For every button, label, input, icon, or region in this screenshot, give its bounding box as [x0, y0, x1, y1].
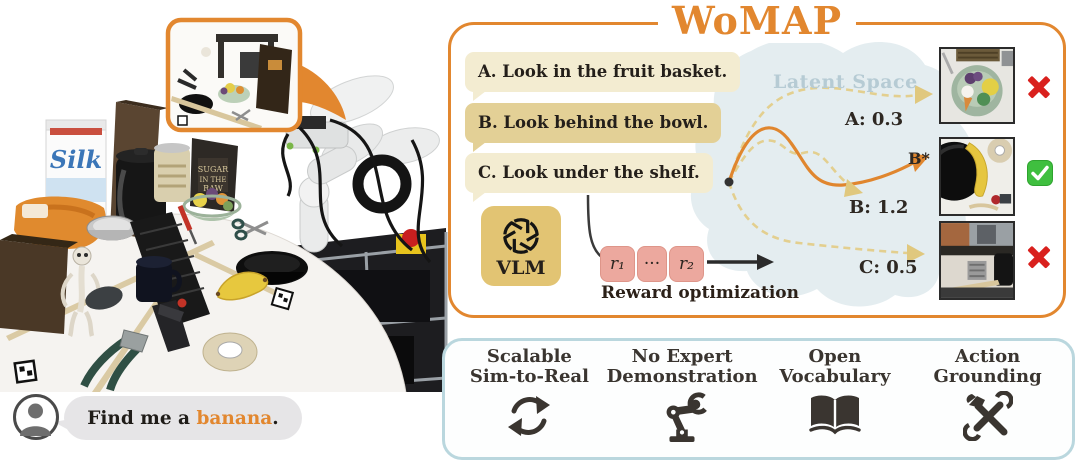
trajectory-b-star [727, 126, 916, 187]
thumbnail-c [939, 221, 1015, 300]
trajectory-a-arrowhead [915, 85, 933, 104]
check-icon-b [1027, 160, 1053, 186]
reward-caption: Reward optimization [600, 283, 799, 303]
feature-action-grounding: Action Grounding [912, 347, 1064, 453]
prompt-prefix: Find me a [87, 407, 197, 429]
reward-token-r2: r₂ [669, 246, 704, 282]
option-bubble-c: C. Look under the shelf. [465, 153, 713, 202]
thumbnail-b [939, 137, 1015, 216]
photo-scene: Silk [0, 17, 448, 392]
computer-mouse [85, 286, 123, 310]
reward-token-r1: r₁ [600, 246, 635, 282]
trajectory-b [727, 139, 850, 187]
svg-text:SUGAR: SUGAR [198, 165, 229, 174]
tape-roll [202, 332, 258, 372]
score-label-c: C: 0.5 [859, 257, 918, 278]
inset-callout [298, 64, 346, 120]
robot-arm [281, 75, 440, 264]
prompt-highlight: banana [196, 407, 273, 429]
robot-arm-icon [666, 392, 708, 443]
fruit-bowl [182, 188, 242, 221]
svg-text:IN THE: IN THE [200, 176, 227, 184]
feature-open-vocabulary: Open Vocabulary [759, 347, 911, 453]
snack-bag [14, 196, 106, 250]
apriltag [13, 286, 295, 384]
pliers [80, 329, 149, 392]
feature-scalable-sim-to-real: Scalable Sim-to-Real [453, 347, 605, 453]
feature-label: Scalable Sim-to-Real [469, 346, 589, 387]
tools-icon [962, 391, 1013, 441]
features-box: Scalable Sim-to-Real No Expert Demonstra… [442, 338, 1075, 460]
thumbnail-a [939, 47, 1015, 124]
banana [215, 271, 269, 301]
womap-title: WoMAP [657, 0, 857, 43]
latent-space-blob [690, 39, 975, 307]
reward-token-dots: ··· [637, 246, 667, 282]
trajectory-b-star-arrowhead [910, 153, 929, 172]
prompt-bubble: Find me a banana. [54, 396, 302, 440]
trajectory-a [727, 86, 918, 183]
optimal-label-b: B* [908, 149, 930, 168]
headphones [352, 154, 412, 214]
person-icon [20, 403, 51, 436]
metal-bowl [86, 215, 138, 241]
camera-view-inset [165, 17, 303, 133]
cables [281, 118, 432, 264]
camera [296, 116, 326, 129]
wood-box [0, 234, 78, 334]
womap-box: WoMAP Latent Space [448, 0, 1066, 318]
reward-arrowhead [757, 254, 774, 270]
navy-mug [136, 256, 182, 302]
feature-label: Open Vocabulary [779, 346, 891, 387]
option-bubble-b: B. Look behind the bowl. [465, 103, 722, 152]
latent-space-diagram [586, 39, 975, 307]
prompt-suffix: . [272, 407, 279, 429]
scissors [231, 218, 269, 241]
estop-button [402, 229, 420, 247]
screwdriver [177, 205, 198, 245]
trajectory-c-arrowhead [907, 244, 925, 263]
vlm-label: VLM [496, 257, 546, 279]
start-dot [724, 177, 734, 187]
svg-text:Silk: Silk [50, 145, 102, 174]
score-label-a: A: 0.3 [845, 109, 904, 130]
vlm-box: VLM [481, 206, 561, 286]
feature-no-expert-demonstration: No Expert Demonstration [606, 347, 758, 453]
oat-can [154, 143, 190, 202]
score-label-b: B: 1.2 [849, 197, 909, 218]
cross-icon-c [1027, 246, 1051, 269]
trajectory-c [727, 181, 908, 255]
feature-label: Action Grounding [933, 346, 1042, 387]
clamp [152, 298, 190, 352]
trajectory-b-arrowhead [844, 179, 863, 197]
feature-label: No Expert Demonstration [606, 346, 758, 387]
openai-logo-icon [503, 218, 539, 254]
cross-icon-a [1027, 76, 1051, 99]
latent-space-label: Latent Space [773, 71, 918, 93]
open-book-icon [809, 395, 861, 435]
option-bubble-a: A. Look in the fruit basket. [465, 52, 741, 101]
avatar [13, 394, 59, 440]
sync-icon [508, 396, 551, 436]
